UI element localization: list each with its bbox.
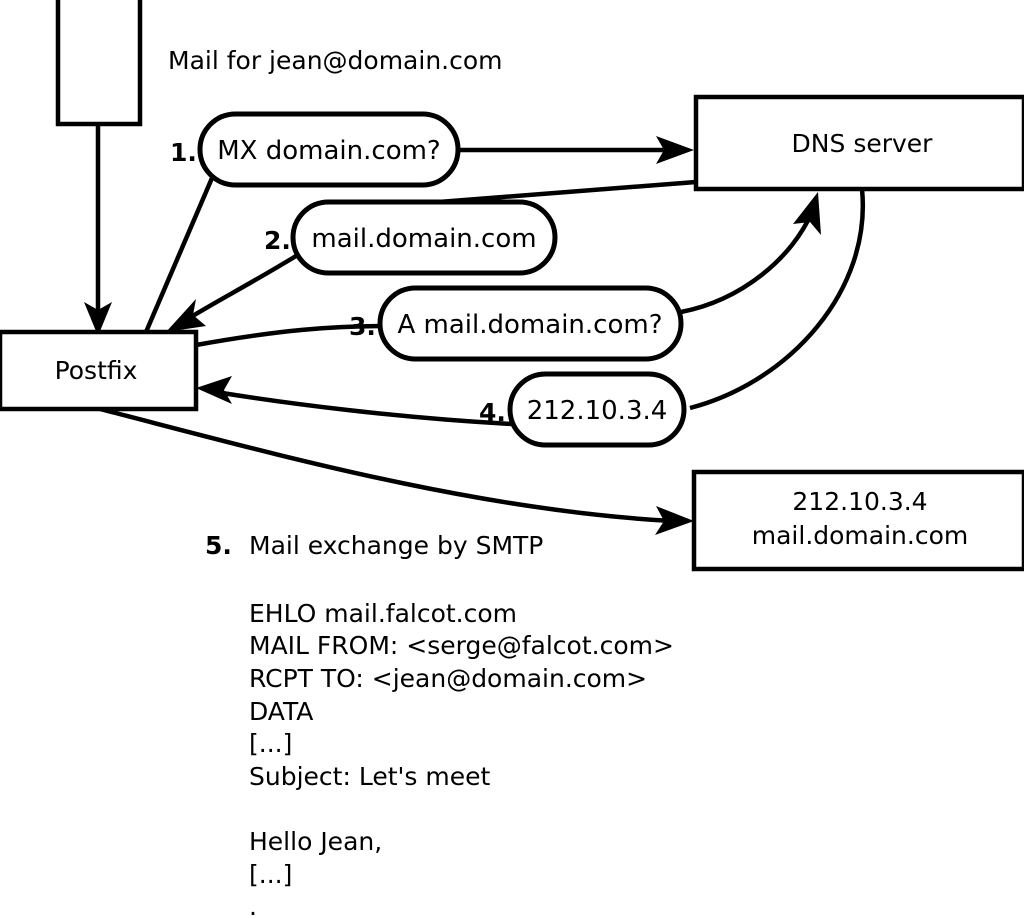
step-number-2: 2.: [264, 226, 291, 255]
diagram-title-text: Mail for jean@domain.com: [168, 46, 503, 75]
node-mail-host-hostname: mail.domain.com: [752, 521, 968, 550]
bubble-a-answer: 212.10.3.4 4.: [479, 371, 687, 448]
smtp-line-3: DATA: [249, 697, 313, 726]
bubble-mx-query: MX domain.com? 1.: [170, 111, 461, 188]
smtp-line-8: [...]: [249, 860, 292, 889]
smtp-line-0: EHLO mail.falcot.com: [249, 599, 517, 628]
bubble-mx-answer-label: mail.domain.com: [311, 224, 536, 254]
node-mail-host-ip: 212.10.3.4: [792, 487, 927, 516]
bubble-a-answer-label: 212.10.3.4: [527, 396, 668, 426]
smtp-line-5: Subject: Let's meet: [249, 762, 490, 791]
node-dns-server-label: DNS server: [792, 129, 934, 158]
edge-postfix-to-mail-host: [99, 406, 694, 535]
smtp-transcript: EHLO mail.falcot.com MAIL FROM: <serge@f…: [249, 599, 674, 919]
edge-postfix-to-a-query: [195, 323, 393, 348]
smtp-line-4: [...]: [249, 729, 292, 758]
node-postfix: Postfix: [0, 329, 199, 412]
smtp-line-7: Hello Jean,: [249, 827, 382, 856]
bubble-a-query-label: A mail.domain.com?: [398, 310, 663, 340]
bubble-a-query: A mail.domain.com? 3.: [349, 285, 684, 362]
node-mail-client: [55, 0, 143, 127]
node-postfix-label: Postfix: [55, 356, 138, 385]
node-dns-server: DNS server: [693, 94, 1024, 192]
step-number-1: 1.: [170, 138, 197, 167]
node-mail-host: 212.10.3.4 mail.domain.com: [691, 469, 1024, 572]
edge-mx-answer-to-postfix: [166, 254, 298, 332]
step-number-4: 4.: [479, 398, 506, 427]
bubble-mx-answer: mail.domain.com 2.: [264, 199, 558, 276]
smtp-line-1: MAIL FROM: <serge@falcot.com>: [249, 631, 674, 660]
smtp-line-9: .: [249, 892, 257, 919]
bubble-mx-query-label: MX domain.com?: [217, 136, 440, 166]
edge-a-query-to-dns: [680, 192, 821, 315]
smtp-line-2: RCPT TO: <jean@domain.com>: [249, 664, 647, 693]
edge-a-answer-to-postfix: [196, 376, 513, 427]
edge-mx-query-to-dns: [458, 136, 694, 164]
step-5-label: Mail exchange by SMTP: [249, 531, 543, 560]
step-number-3: 3.: [349, 312, 376, 341]
edge-postfix-to-mx-query: [143, 177, 215, 333]
step-number-5: 5.: [205, 531, 232, 560]
edge-client-to-postfix: [84, 124, 112, 336]
edge-dns-to-a-answer: [689, 188, 866, 411]
